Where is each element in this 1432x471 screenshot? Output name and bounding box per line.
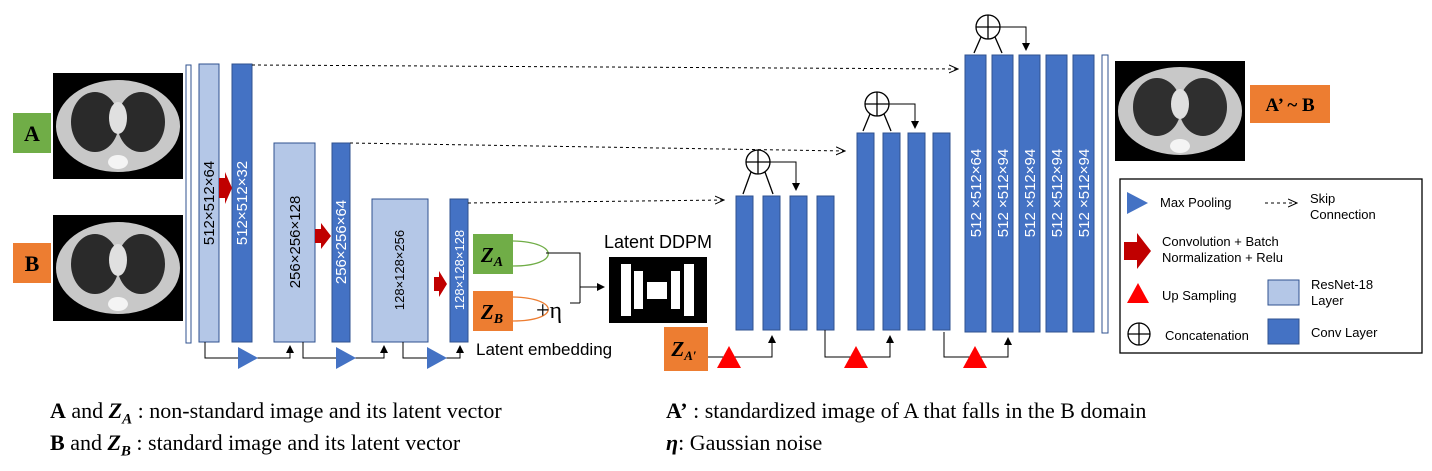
caption-b: B and ZB : standard image and its latent… (50, 430, 461, 460)
enc3-resnet-label: 128×128×256 (392, 230, 407, 310)
legend-resnet-label-1: ResNet-18 (1311, 277, 1373, 292)
conv-arrow-3 (434, 271, 447, 297)
legend-conv-label-1: Convolution + Batch (1162, 234, 1279, 249)
plus-eta: +η (536, 298, 562, 324)
upsample-icon-2 (844, 346, 868, 368)
enc3-conv-label: 128×128×128 (452, 230, 467, 310)
conv-arrow-2 (315, 223, 331, 249)
ct-image-b (53, 215, 183, 321)
caption-a: A and ZA : non-standard image and its la… (50, 398, 502, 428)
za-box (473, 234, 513, 274)
concat-icon-2 (862, 91, 919, 132)
legend-resnet-icon (1267, 279, 1300, 306)
latent-join (546, 252, 605, 291)
legend: Max Pooling Skip Connection Convolution … (1119, 178, 1423, 354)
upsample-icon-1 (717, 346, 741, 368)
dec3-label-5: 512 ×512×94 (1076, 149, 1093, 237)
caption-eta: η: Gaussian noise (666, 430, 823, 455)
encoder-block-2: 256×256×128 256×256×64 (273, 142, 351, 343)
legend-skip-label-1: Skip (1310, 191, 1335, 206)
concat-icon-3 (973, 14, 1030, 54)
concat-icon-1 (742, 149, 800, 195)
ddpm-icon (609, 257, 707, 323)
upsample-icon-3 (963, 346, 987, 368)
legend-conv-layer-label: Conv Layer (1311, 325, 1378, 340)
legend-concat-label: Concatenation (1165, 328, 1249, 343)
output-label-box (1250, 85, 1330, 123)
dec3-label-3: 512 ×512×94 (1022, 149, 1039, 237)
maxpool-icon-1 (238, 347, 258, 369)
maxpool-icon-3 (427, 347, 447, 369)
za-prime-label: ZA′ (670, 337, 696, 363)
conv-arrow-1 (219, 172, 232, 204)
legend-maxpool-icon (1127, 192, 1148, 214)
input-bracket (185, 64, 192, 344)
dec3-label-2: 512 ×512×94 (995, 149, 1012, 237)
legend-upsample-icon (1127, 283, 1149, 303)
encoder-block-3: 128×128×256 128×128×128 (371, 198, 469, 343)
ct-image-a (53, 73, 183, 179)
decoder-stage-3: 512 ×512×64 512 ×512×94 512 ×512×94 512 … (964, 54, 1109, 334)
dec3-label-4: 512 ×512×94 (1049, 149, 1066, 237)
ddpm-title: Latent DDPM (604, 232, 712, 252)
legend-concat-icon (1127, 322, 1151, 346)
output-label: A’ ~ B (1265, 95, 1315, 116)
maxpool-icon-2 (336, 347, 356, 369)
enc1-conv-label: 512×512×32 (234, 161, 251, 245)
label-b: B (25, 251, 40, 276)
legend-conv-label-2: Normalization + Relu (1162, 250, 1283, 265)
dec3-label-1: 512 ×512×64 (968, 149, 985, 237)
encoder-block-1: 512×512×64 512×512×32 (198, 63, 253, 343)
enc2-resnet-label: 256×256×128 (287, 196, 304, 289)
latent-embedding-label: Latent embedding (476, 340, 612, 359)
enc1-resnet-label: 512×512×64 (201, 161, 218, 245)
label-a-box (13, 113, 51, 153)
label-a: A (24, 121, 40, 146)
zb-label: ZB (480, 300, 503, 327)
zb-bracket (512, 296, 549, 322)
za-label: ZA (480, 243, 503, 270)
ct-image-output (1115, 61, 1245, 161)
za-prime-box (664, 327, 708, 371)
decoder-stage-2 (856, 132, 951, 331)
decoder-stage-1 (735, 195, 835, 331)
zb-box (473, 291, 513, 331)
legend-conv-arrow-icon (1124, 233, 1151, 269)
za-bracket (512, 240, 549, 267)
label-b-box (13, 243, 51, 283)
legend-resnet-label-2: Layer (1311, 293, 1344, 308)
enc2-conv-label: 256×256×64 (333, 200, 350, 284)
caption-a-prime: A’ : standardized image of A that falls … (666, 398, 1147, 423)
legend-maxpool-label: Max Pooling (1160, 195, 1232, 210)
legend-skip-label-2: Connection (1310, 207, 1376, 222)
legend-upsample-label: Up Sampling (1162, 288, 1236, 303)
skip-connections (251, 65, 958, 203)
legend-conv-layer-icon (1267, 318, 1300, 345)
